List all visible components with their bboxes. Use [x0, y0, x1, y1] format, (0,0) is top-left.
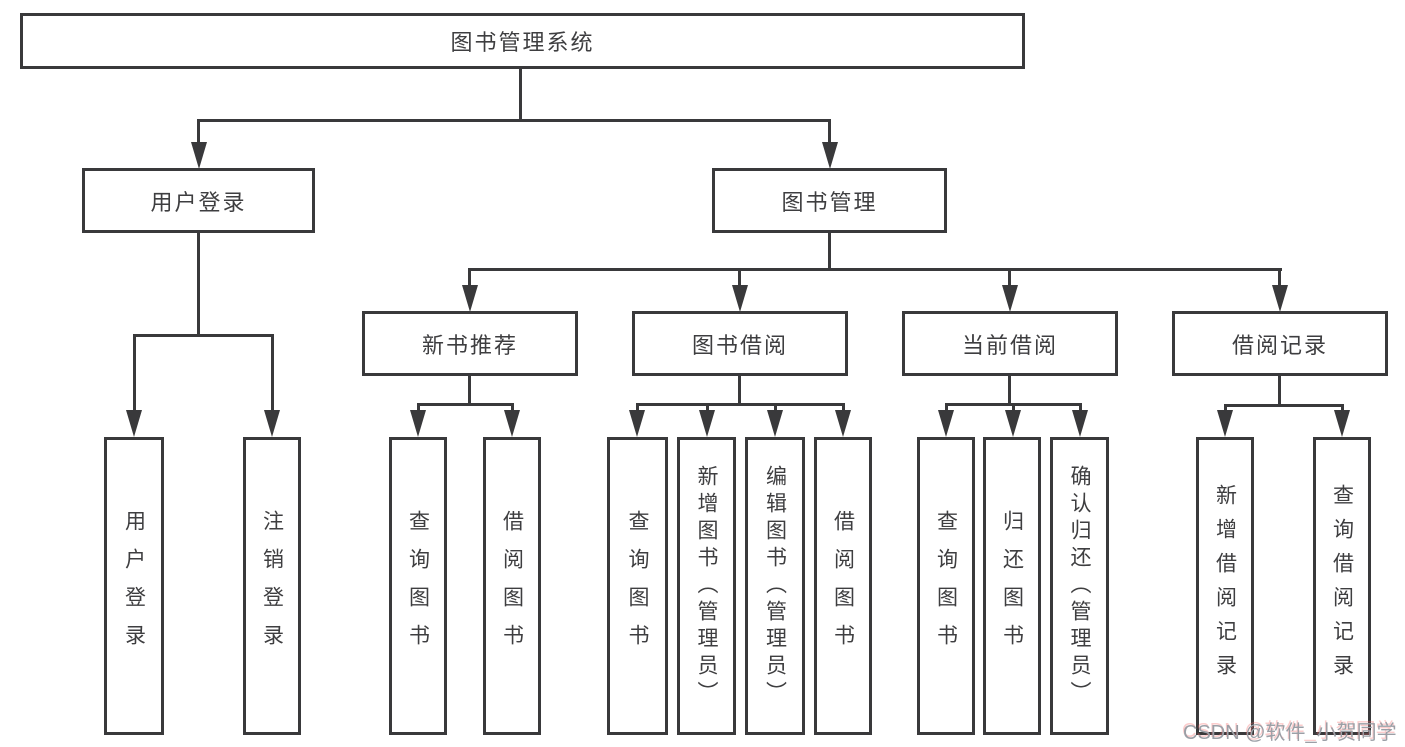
- connector-stem: [468, 375, 471, 405]
- node-borrow-record: 借阅记录: [1172, 311, 1388, 376]
- leaf-label: 新增图书（管理员）: [695, 464, 718, 708]
- leaf-label: 编辑图书（管理员）: [763, 464, 787, 708]
- connector-userlogin-stem: [197, 232, 200, 336]
- arrow-head: [938, 410, 954, 437]
- leaf-edit-books-admin: 编辑图书（管理员）: [745, 437, 805, 735]
- arrow-head: [1005, 410, 1021, 437]
- connector-userlogin-spread: [133, 334, 274, 337]
- connector-spread: [1224, 404, 1344, 407]
- node-new-book-recommend: 新书推荐: [362, 311, 578, 376]
- arrow-head: [732, 285, 748, 312]
- connector-root-spread: [198, 119, 831, 122]
- arrow-head: [699, 410, 715, 437]
- leaf-label: 查询借阅记录: [1330, 484, 1354, 688]
- csdn-watermark: CSDN @软件_小贺同学: [1183, 722, 1397, 744]
- leaf-query-borrow-record: 查询借阅记录: [1313, 437, 1371, 735]
- node-book-management: 图书管理: [712, 168, 947, 233]
- node-label: 借阅记录: [1231, 332, 1328, 358]
- arrow-head: [126, 410, 142, 437]
- connector-spread: [417, 403, 514, 406]
- arrow-head: [1217, 410, 1233, 437]
- leaf-label: 归还图书: [1000, 510, 1024, 662]
- arrow-head: [504, 410, 520, 437]
- arrow-head: [629, 410, 645, 437]
- arrow-head: [1002, 285, 1018, 312]
- arrow-head: [835, 410, 851, 437]
- arrow-head: [264, 410, 280, 437]
- leaf-label: 借阅图书: [500, 510, 524, 662]
- connector-stem: [1008, 375, 1011, 405]
- arrow-head: [822, 142, 838, 169]
- node-current-borrow: 当前借阅: [902, 311, 1118, 376]
- node-label: 当前借阅: [961, 332, 1058, 358]
- connector-bookmgmt-spread: [469, 268, 1282, 271]
- arrow-head: [410, 410, 426, 437]
- connector-drop: [738, 268, 741, 289]
- node-label: 图书借阅: [691, 332, 788, 358]
- connector-drop: [468, 268, 471, 289]
- arrow-head: [1072, 410, 1088, 437]
- connector-drop: [1224, 404, 1227, 413]
- connector-drop: [636, 403, 639, 413]
- node-label: 图书管理: [781, 189, 878, 215]
- arrow-head: [462, 285, 478, 312]
- leaf-confirm-return-admin: 确认归还（管理员）: [1050, 437, 1109, 735]
- connector-drop: [511, 403, 514, 413]
- leaf-user-login: 用户登录: [104, 437, 164, 735]
- node-library-system: 图书管理系统: [20, 13, 1025, 69]
- connector-stem: [1278, 375, 1281, 406]
- node-user-login: 用户登录: [82, 168, 315, 233]
- connector-drop: [417, 403, 420, 413]
- leaf-label: 用户登录: [122, 510, 146, 662]
- node-label: 用户登录: [150, 189, 247, 215]
- leaf-label: 借阅图书: [831, 510, 855, 662]
- connector-drop: [1008, 268, 1011, 289]
- connector-drop: [197, 119, 200, 145]
- leaf-label: 确认归还（管理员）: [1068, 464, 1091, 708]
- leaf-borrow-books-recommend: 借阅图书: [483, 437, 541, 735]
- leaf-logout: 注销登录: [243, 437, 301, 735]
- leaf-query-books-current: 查询图书: [917, 437, 975, 735]
- connector-drop: [842, 403, 845, 413]
- connector-drop: [1012, 403, 1015, 413]
- node-book-borrow: 图书借阅: [632, 311, 848, 376]
- leaf-borrow-books: 借阅图书: [814, 437, 872, 735]
- leaf-label: 新增借阅记录: [1213, 484, 1237, 688]
- connector-drop: [774, 403, 777, 413]
- connector-root-stem: [519, 68, 522, 121]
- connector-spread: [636, 403, 845, 406]
- connector-stem: [738, 375, 741, 405]
- leaf-label: 查询图书: [406, 510, 430, 662]
- arrow-head: [767, 410, 783, 437]
- leaf-label: 查询图书: [934, 510, 958, 662]
- connector-drop: [1341, 404, 1344, 413]
- connector-drop: [706, 403, 709, 413]
- node-label: 图书管理系统: [450, 30, 595, 55]
- arrow-head: [1272, 285, 1288, 312]
- connector-drop: [133, 334, 136, 412]
- leaf-query-books-borrow: 查询图书: [607, 437, 668, 735]
- leaf-add-borrow-record: 新增借阅记录: [1196, 437, 1254, 735]
- arrow-head: [191, 142, 207, 169]
- node-label: 新书推荐: [421, 332, 518, 358]
- connector-drop: [945, 403, 948, 413]
- connector-drop: [828, 119, 831, 145]
- connector-drop: [271, 334, 274, 412]
- connector-drop: [1278, 268, 1281, 289]
- leaf-add-books-admin: 新增图书（管理员）: [677, 437, 736, 735]
- leaf-label: 注销登录: [260, 510, 284, 662]
- connector-bookmgmt-stem: [828, 232, 831, 270]
- leaf-label: 查询图书: [626, 510, 649, 662]
- arrow-head: [1334, 410, 1350, 437]
- leaf-query-books-recommend: 查询图书: [389, 437, 447, 735]
- connector-drop: [1079, 403, 1082, 413]
- leaf-return-books: 归还图书: [983, 437, 1041, 735]
